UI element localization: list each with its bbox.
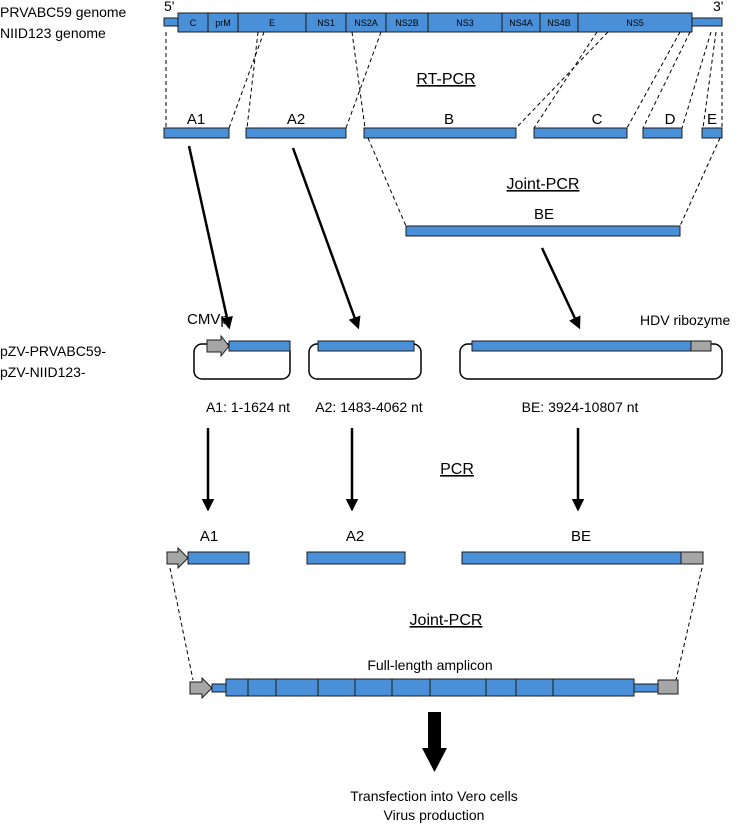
hdv-ribozyme-label: HDV ribozyme [640, 312, 730, 328]
plasmid-name-prvabc59: pZV-PRVABC59- [0, 343, 106, 359]
rt-pcr-mapping-lines [165, 31, 723, 129]
fragment-a1 [163, 127, 230, 139]
step-rt-pcr: RT-PCR [416, 71, 475, 88]
amplicon-cmv-promoter-arrow-icon [189, 676, 213, 700]
fragment-label-c: C [592, 111, 603, 128]
big-down-arrow-icon [422, 712, 447, 772]
pcr-cmv-promoter-arrow-icon [166, 546, 189, 570]
segment-label-ns2b: NS2B [395, 18, 419, 28]
genome-label-prvabc59: PRVABC59 genome [0, 4, 127, 20]
fragment-label-e: E [707, 111, 717, 128]
genome-orf [177, 12, 693, 33]
full-length-amplicon-label: Full-length amplicon [367, 657, 492, 673]
three-prime-end: 3' [713, 0, 723, 14]
pcr-product-a1 [187, 551, 250, 565]
fragment-label-a1: A1 [187, 111, 205, 128]
segment-label-prm: prM [215, 18, 231, 28]
arrow-a2-to-plasmid [291, 147, 361, 330]
genome-label-niid123: NIID123 genome [0, 25, 106, 41]
plasmid-a1-range: A1: 1-1624 nt [206, 399, 290, 415]
segment-label-ns2a: NS2A [354, 18, 378, 28]
segment-label-ns4a: NS4A [509, 18, 533, 28]
amplicon-hdv-ribozyme-block [657, 679, 679, 695]
cmvp-label: CMVp [187, 311, 229, 328]
cmv-promoter-arrow-icon [206, 334, 230, 358]
step-joint-pcr-2: Joint-PCR [410, 612, 483, 629]
fragment-d [642, 127, 683, 139]
pcr-hdv-ribozyme-block [680, 551, 704, 565]
pcr-product-label-a2: A2 [346, 528, 364, 545]
pcr-product-label-be: BE [571, 528, 591, 545]
outcome-virus-production: Virus production [384, 807, 485, 823]
fragment-e [701, 127, 723, 139]
fragment-label-d: D [665, 111, 676, 128]
amplicon-utr3 [633, 683, 659, 693]
fragment-be [405, 225, 681, 237]
plasmid-a2-range: A2: 1483-4062 nt [315, 399, 423, 415]
segment-label-c: C [190, 18, 197, 28]
segment-label-ns1: NS1 [317, 18, 335, 28]
final-joint-pcr-lines [169, 567, 703, 681]
pcr-product-label-a1: A1 [200, 528, 218, 545]
fragment-a2 [245, 127, 347, 139]
genome-utr3 [691, 17, 723, 27]
genome-utr5 [163, 17, 179, 27]
fragment-label-be: BE [534, 206, 554, 223]
step-joint-pcr-1: Joint-PCR [507, 176, 580, 193]
outcome-transfection: Transfection into Vero cells [350, 788, 518, 804]
segment-label-ns3: NS3 [456, 18, 474, 28]
arrow-a1-to-plasmid [187, 145, 233, 330]
amplicon-utr5 [211, 683, 227, 693]
segment-label-ns4b: NS4B [547, 18, 571, 28]
joint-pcr-mapping-lines [367, 137, 721, 227]
plasmid-be-range: BE: 3924-10807 nt [522, 399, 639, 415]
fragment-c [533, 127, 628, 139]
five-prime-end: 5' [164, 0, 174, 14]
fragment-label-b: B [444, 111, 454, 128]
arrow-be-to-plasmid [540, 247, 581, 330]
amplicon-segment-dividers [247, 679, 554, 696]
genome-segment-dividers [207, 13, 579, 32]
plasmid-a1-insert [228, 340, 291, 352]
segment-label-ns5: NS5 [626, 18, 644, 28]
plasmid-name-niid123: pZV-NIID123- [0, 364, 86, 380]
segment-label-e: E [269, 18, 275, 28]
step-pcr: PCR [440, 461, 474, 478]
pcr-product-be [461, 551, 682, 565]
plasmid-be-insert [471, 340, 692, 352]
pcr-product-a2 [306, 551, 406, 565]
fragment-label-a2: A2 [287, 111, 305, 128]
plasmid-a2-insert [317, 340, 415, 352]
hdv-ribozyme-block [690, 340, 712, 352]
fragment-b [363, 127, 517, 139]
